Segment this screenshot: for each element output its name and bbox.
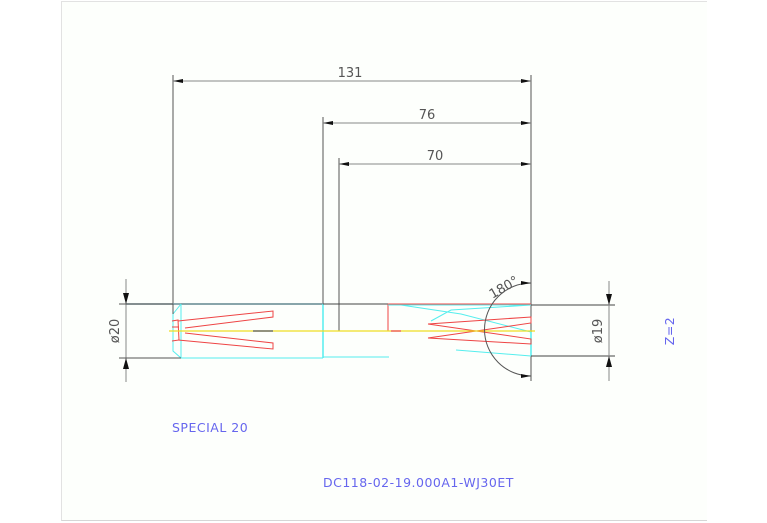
dimension-text: ø19: [591, 319, 606, 344]
dimension-text: ø20: [108, 319, 123, 344]
flute-count-label: Z=2: [662, 317, 677, 346]
tool-flute-section: [323, 303, 615, 357]
part-number-label: DC118-02-19.000A1-WJ30ET: [323, 475, 514, 490]
dimension-shank-diameter: ø20: [108, 279, 181, 382]
dimension-text: 76: [419, 108, 436, 123]
tool-name-label: SPECIAL 20: [172, 420, 248, 435]
dimension-text: 70: [427, 149, 444, 164]
dimension-overall-length: 131: [172, 66, 532, 381]
angle-arc: [484, 281, 532, 378]
dimension-flute-length: 70: [338, 149, 531, 331]
dimension-step-length: 76: [322, 108, 531, 331]
dimension-point-angle: 180°: [484, 274, 532, 378]
drawing-sheet: 131 76 70: [61, 1, 707, 521]
dimension-text: 131: [338, 66, 363, 81]
dimension-text: 180°: [487, 274, 522, 303]
dimension-cutting-diameter: ø19: [591, 281, 612, 381]
cad-drawing: 131 76 70: [108, 66, 677, 490]
